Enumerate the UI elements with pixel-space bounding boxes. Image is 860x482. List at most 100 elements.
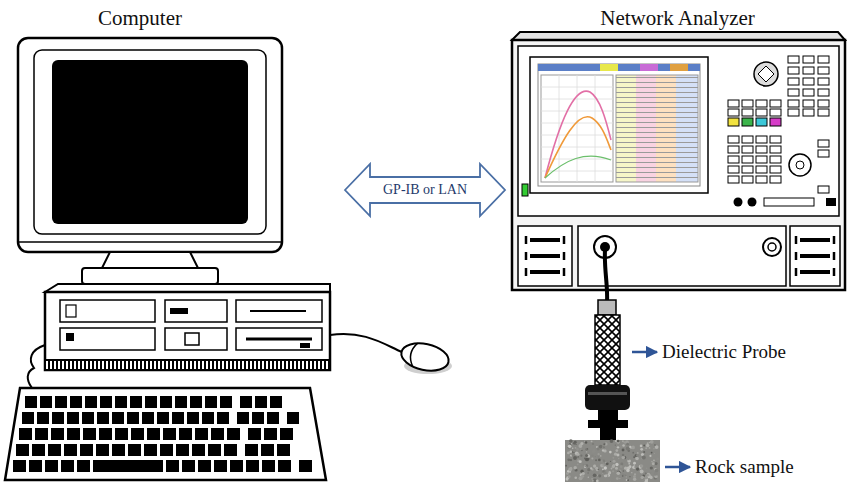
computer-illustration-part-part [252, 412, 264, 424]
computer-illustration-part-part [93, 460, 163, 472]
computer-illustration-part [246, 338, 312, 341]
rock-sample-illustration-part-part [640, 445, 643, 448]
network-analyzer-illustration [512, 32, 845, 290]
computer-illustration-part [28, 345, 45, 388]
computer-illustration-part-part [246, 460, 259, 472]
computer-illustration-part-part [195, 428, 208, 440]
network-analyzer-illustration-part [670, 64, 688, 71]
probe-illustration-part [600, 428, 616, 440]
computer-illustration-part-part [51, 428, 64, 440]
rock-sample-illustration-part-part [590, 446, 592, 448]
network-analyzer-illustration-part [764, 198, 814, 206]
rock-sample-illustration-part-part [598, 456, 600, 458]
device-heading: Computer [0, 6, 280, 31]
rock-sample-illustration-part-part [609, 451, 612, 454]
computer-illustration-part-part [202, 412, 214, 424]
network-analyzer-illustration-part-part [756, 100, 767, 107]
computer-illustration-part-part [13, 460, 26, 472]
rock-sample-illustration-part-part [580, 455, 582, 457]
network-analyzer-illustration-part-part [770, 100, 781, 107]
callout-label: Dielectric Probe [662, 341, 786, 364]
rock-sample-illustration-part-part [625, 476, 627, 478]
network-analyzer-illustration-part-part [756, 156, 767, 163]
connection-label: GP-IB or LAN [381, 182, 469, 199]
rock-sample-illustration-part-part [570, 459, 572, 461]
rock-sample-illustration-part-part [631, 472, 632, 473]
computer-illustration-part-part [48, 444, 61, 456]
rock-sample-illustration-part-part [601, 460, 603, 462]
computer-illustration-part-part [176, 444, 189, 456]
network-analyzer-illustration-part-part [803, 89, 814, 96]
rock-sample-illustration-part-part [591, 478, 593, 480]
computer-illustration-part-part [224, 444, 237, 456]
computer-illustration-part-part [175, 396, 187, 408]
rock-sample-illustration-part-part [632, 452, 634, 454]
rock-sample-illustration-part-part [646, 468, 648, 470]
rock-sample-illustration-part-part [627, 459, 631, 463]
computer-illustration-part-part [399, 339, 451, 374]
network-analyzer-illustration-part-part [742, 100, 753, 107]
computer-illustration-part [300, 343, 310, 348]
rock-sample-illustration-part-part [655, 462, 658, 465]
computer-illustration-part-part [77, 460, 90, 472]
network-analyzer-illustration-part [770, 118, 781, 126]
computer-illustration-part-part [112, 412, 124, 424]
computer-illustration-part-part [190, 396, 202, 408]
rock-sample-illustration-part-part [568, 445, 572, 449]
network-analyzer-illustration-part [518, 46, 839, 216]
rock-sample-illustration-part-part [640, 469, 644, 473]
network-analyzer-illustration-part-part [728, 176, 739, 183]
rock-sample-illustration-part-part [653, 448, 655, 450]
network-analyzer-illustration-part [754, 62, 778, 86]
rock-sample-illustration-part-part [623, 441, 625, 443]
network-analyzer-illustration-part-part [742, 156, 753, 163]
rock-sample-illustration-part-part [615, 444, 616, 445]
computer-illustration-part-part [55, 396, 67, 408]
rock-sample-illustration-part-part [617, 446, 619, 448]
probe-illustration-part [588, 392, 627, 395]
rock-sample-illustration-part-part [569, 450, 572, 453]
rock-sample-illustration-part-part [650, 472, 651, 473]
rock-sample-illustration-part-part [612, 460, 615, 463]
rock-sample-illustration-part-part [567, 444, 571, 448]
rock-sample-illustration-part-part [622, 449, 625, 452]
rock-sample-illustration-part-part [623, 442, 625, 444]
network-analyzer-illustration-part-part [728, 166, 739, 173]
computer-illustration-part-part [211, 428, 224, 440]
computer-illustration-part-part [80, 444, 93, 456]
network-analyzer-illustration-part-part [770, 156, 781, 163]
computer-illustration-part-part [299, 460, 312, 472]
rock-sample-illustration-part-part [577, 443, 578, 444]
computer-illustration-part-part [70, 396, 82, 408]
network-analyzer-illustration-part-part [770, 166, 781, 173]
computer-illustration-part-part [96, 444, 109, 456]
network-analyzer-illustration-part [530, 240, 830, 272]
network-analyzer-illustration-part [530, 57, 708, 193]
callout-label: Rock sample [695, 456, 794, 479]
computer-illustration-part-part [182, 460, 195, 472]
computer-illustration-part-part [147, 428, 160, 440]
computer-illustration-part-part [145, 396, 157, 408]
rock-sample-illustration-part-part [578, 456, 579, 457]
rock-sample-illustration-part-part [581, 475, 584, 478]
leader-arrows [632, 352, 690, 467]
computer-illustration-part-part [144, 444, 157, 456]
rock-sample-illustration-part-part [655, 469, 659, 473]
rock-sample-illustration-part-part [640, 464, 644, 468]
network-analyzer-illustration-part [545, 91, 611, 178]
network-analyzer-illustration-part [578, 226, 786, 286]
rock-sample-illustration-part-part [628, 463, 630, 465]
computer-illustration-part [60, 300, 155, 322]
computer-illustration-part-part [115, 428, 128, 440]
rock-sample-illustration-part-part [591, 440, 593, 442]
rock-sample-illustration-part-part [604, 442, 607, 445]
network-analyzer-illustration-part-part [788, 89, 799, 96]
network-analyzer-illustration-part-part [803, 109, 814, 116]
computer-illustration-part-part [217, 412, 229, 424]
rock-sample-illustration-part-part [569, 439, 573, 443]
rock-sample-illustration-part-part [585, 454, 588, 457]
rock-sample-illustration-part-part [615, 463, 618, 466]
rock-sample-illustration-part [565, 439, 659, 482]
rock-sample-illustration-part-part [586, 451, 588, 453]
